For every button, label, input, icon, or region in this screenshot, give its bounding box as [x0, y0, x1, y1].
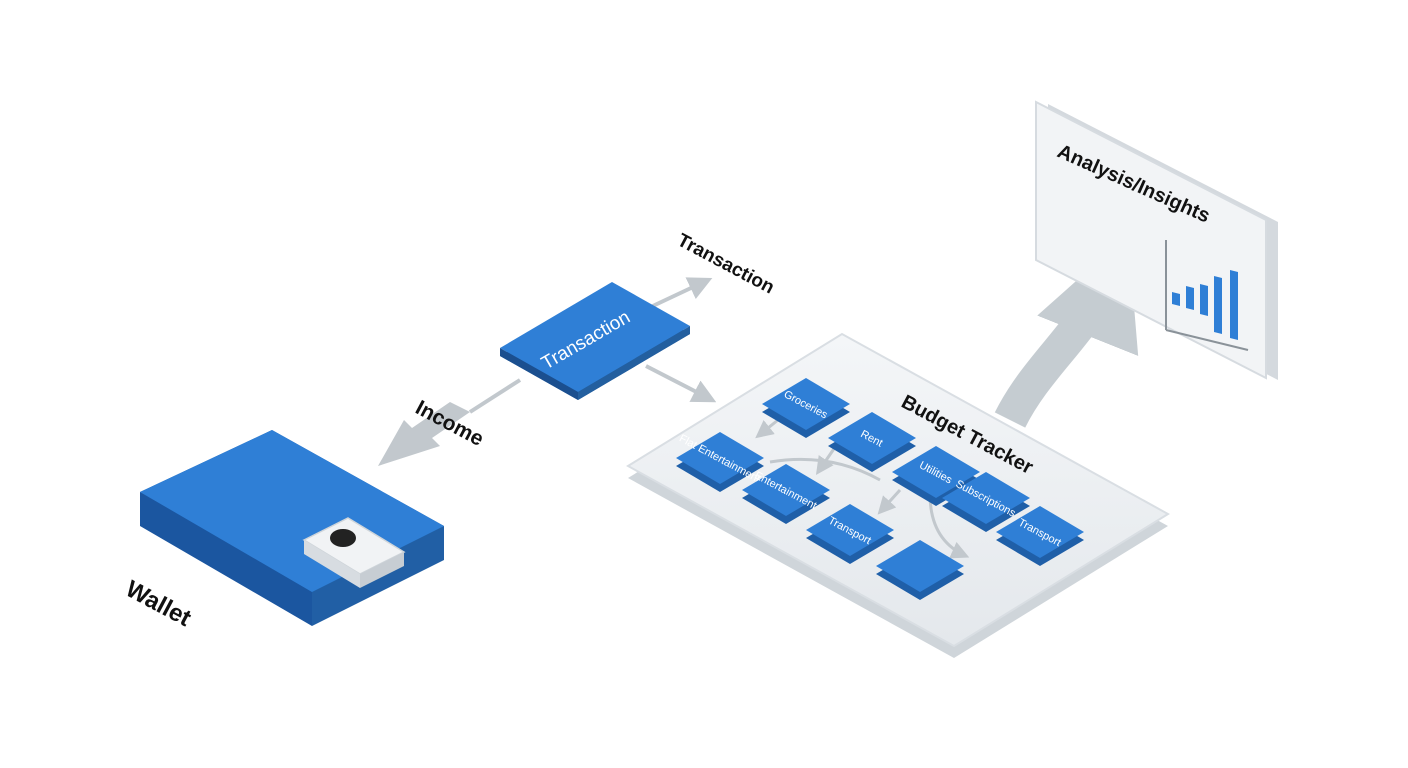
wallet-clasp-icon: [302, 517, 406, 588]
category-tile: Transport: [806, 504, 894, 564]
category-tile: Rent: [828, 412, 916, 472]
category-tile-face: [942, 472, 1030, 524]
wallet-label: Wallet: [121, 575, 195, 632]
category-tile-face: [742, 464, 830, 516]
category-tile: [876, 540, 964, 600]
bar-chart-icon: [1165, 240, 1249, 351]
category-tile-face: [676, 432, 764, 484]
category-tile-face: [806, 504, 894, 556]
wallet: [140, 430, 444, 626]
transaction-card: Transaction: [500, 282, 690, 400]
category-tile-face: [828, 412, 916, 464]
category-tile: Transport: [996, 506, 1084, 566]
category-tile-face: [996, 506, 1084, 558]
income-arrow: [378, 402, 470, 466]
category-tile: Entertainment: [742, 464, 830, 524]
category-tile-face: [876, 540, 964, 592]
category-tile: Subscriptions: [942, 472, 1030, 532]
category-tile: Groceries: [762, 378, 850, 438]
category-tile-face: [892, 446, 980, 498]
category-tile-face: [762, 378, 850, 430]
